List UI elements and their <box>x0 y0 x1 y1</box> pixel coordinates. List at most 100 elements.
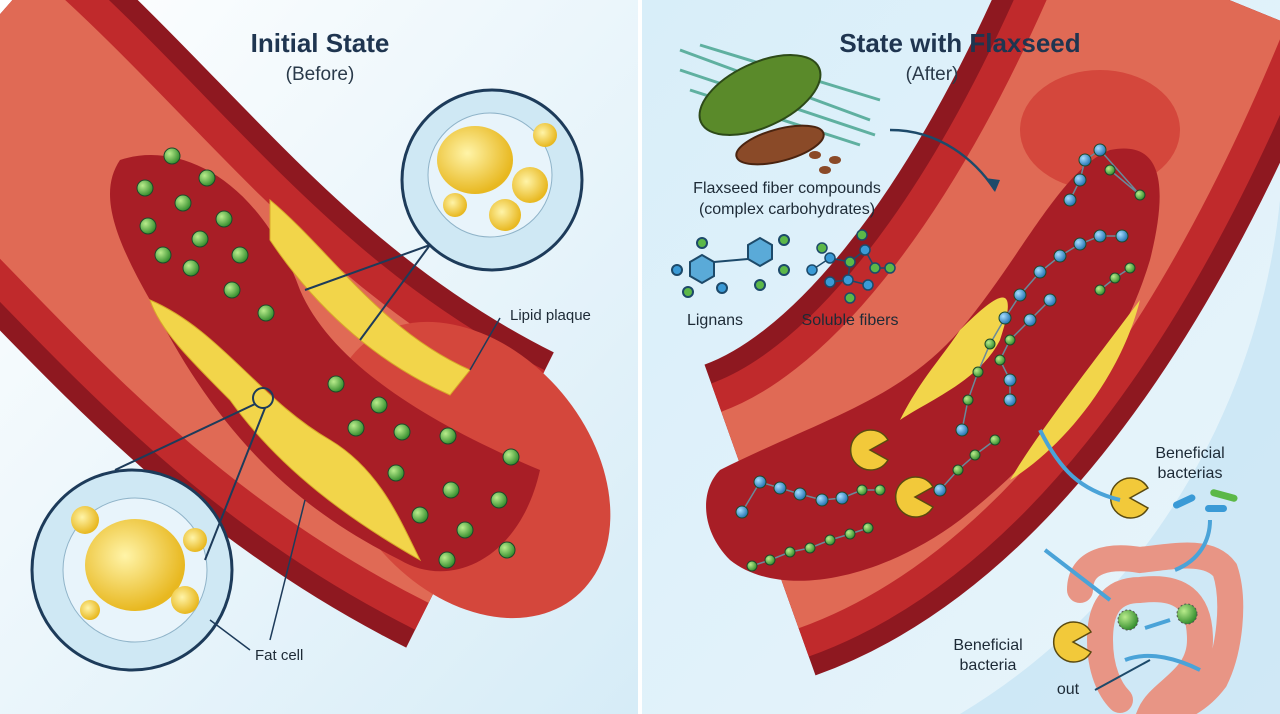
green-fiber-particle <box>1109 272 1121 284</box>
green-fiber-particle <box>746 560 758 572</box>
blue-fiber-particle <box>1073 237 1087 251</box>
fiber-chain-link <box>939 439 996 491</box>
green-fiber-particle <box>764 554 776 566</box>
green-fiber-particle <box>804 542 816 554</box>
green-particle <box>191 230 209 248</box>
green-particle <box>347 419 365 437</box>
blue-fiber-particle <box>835 491 849 505</box>
green-particles <box>136 147 520 569</box>
green-particle <box>456 521 474 539</box>
fat-cell-zoom-top <box>304 88 584 341</box>
blue-fiber-particle <box>1063 193 1077 207</box>
green-fiber-particle <box>984 338 996 350</box>
lumen <box>110 155 540 572</box>
blue-fiber-particle <box>1003 373 1017 387</box>
plaque-pointer <box>469 317 501 371</box>
flaxseed-image <box>679 43 881 174</box>
green-fiber-particle <box>1004 334 1016 346</box>
green-particle <box>439 427 457 445</box>
intestine-illustration <box>1067 542 1244 714</box>
blue-fiber-particle <box>955 423 969 437</box>
blue-fiber-particle <box>933 483 947 497</box>
green-particle <box>442 481 460 499</box>
blue-fiber-particle <box>1023 313 1037 327</box>
label-beneficial-bacterias-1: Beneficial <box>1155 445 1224 462</box>
blue-fiber-particle <box>1033 265 1047 279</box>
green-particle <box>223 281 241 299</box>
blue-fiber-particle <box>753 475 767 489</box>
flow-arrows <box>1038 429 1212 691</box>
green-particle <box>438 551 456 569</box>
blue-fiber-particle <box>815 493 829 507</box>
blue-fiber-particle <box>1093 229 1107 243</box>
compounds-title: Flaxseed fiber compounds <box>693 180 881 197</box>
blue-fiber-particle <box>1043 293 1057 307</box>
green-particle <box>327 375 345 393</box>
green-particle <box>411 506 429 524</box>
panel-divider <box>638 0 642 714</box>
green-fiber-particle <box>824 534 836 546</box>
green-particle <box>139 217 157 235</box>
left-panel: Initial State (Before) Lipid plaque Fat … <box>0 0 638 714</box>
green-particle <box>370 396 388 414</box>
blue-fiber-particle <box>1078 153 1092 167</box>
green-fiber-particle <box>962 394 974 406</box>
green-fiber-particle <box>844 528 856 540</box>
green-particle <box>393 423 411 441</box>
blue-fiber-particle <box>793 487 807 501</box>
lumen-after <box>706 148 1160 581</box>
blue-fiber-particle <box>1093 143 1107 157</box>
green-fiber-particle <box>952 464 964 476</box>
green-particle <box>502 448 520 466</box>
green-particle <box>182 259 200 277</box>
soluble-fibers-molecule-icon <box>806 229 896 304</box>
lipid-plaque-upper <box>269 198 471 396</box>
fat-cell-zoom-bottom <box>30 387 306 672</box>
green-particle <box>215 210 233 228</box>
green-fiber-particle <box>1094 284 1106 296</box>
green-particle <box>163 147 181 165</box>
label-beneficial-bacterias-2: bacterias <box>1158 465 1223 482</box>
green-particle <box>231 246 249 264</box>
green-particle <box>257 304 275 322</box>
green-particle <box>198 169 216 187</box>
green-particle <box>490 491 508 509</box>
artery-after <box>700 0 1280 676</box>
label-beneficial-bacteria-2: bacteria <box>960 657 1017 674</box>
right-title: State with Flaxseed <box>839 28 1080 58</box>
blue-fiber-particle <box>1013 288 1027 302</box>
green-fiber-particle <box>989 434 1001 446</box>
blue-fiber-particle <box>998 311 1012 325</box>
green-particle <box>387 464 405 482</box>
green-particle <box>136 179 154 197</box>
left-title: Initial State <box>251 28 390 58</box>
blue-fiber-particle <box>1115 229 1129 243</box>
lipid-plaque-lower <box>149 299 422 562</box>
green-particle <box>154 246 172 264</box>
compounds-subtitle: (complex carbohydrates) <box>699 201 875 218</box>
label-fat-cell: Fat cell <box>255 647 303 664</box>
artery-before <box>0 0 611 648</box>
green-fiber-particle <box>969 449 981 461</box>
green-fiber-particle <box>1134 189 1146 201</box>
blue-fiber-particle <box>1003 393 1017 407</box>
label-beneficial-bacteria-1: Beneficial <box>953 637 1022 654</box>
right-panel: State with Flaxseed (After) Flaxseed fib… <box>642 0 1280 714</box>
blue-fiber-particle <box>1053 249 1067 263</box>
green-fiber-particle <box>994 354 1006 366</box>
left-subtitle: (Before) <box>286 64 355 85</box>
blue-fiber-particle <box>1073 173 1087 187</box>
green-fiber-particle <box>784 546 796 558</box>
label-out: out <box>1057 681 1080 698</box>
label-lipid-plaque: Lipid plaque <box>510 307 591 324</box>
blue-fiber-particle <box>735 505 749 519</box>
green-fiber-particle <box>1124 262 1136 274</box>
lignans-molecule-icon <box>671 234 790 298</box>
fiber-chains <box>735 143 1146 572</box>
bacteria-outside <box>1053 477 1238 663</box>
blue-fiber-particle <box>773 481 787 495</box>
green-particle <box>498 541 516 559</box>
green-fiber-particle <box>1104 164 1116 176</box>
